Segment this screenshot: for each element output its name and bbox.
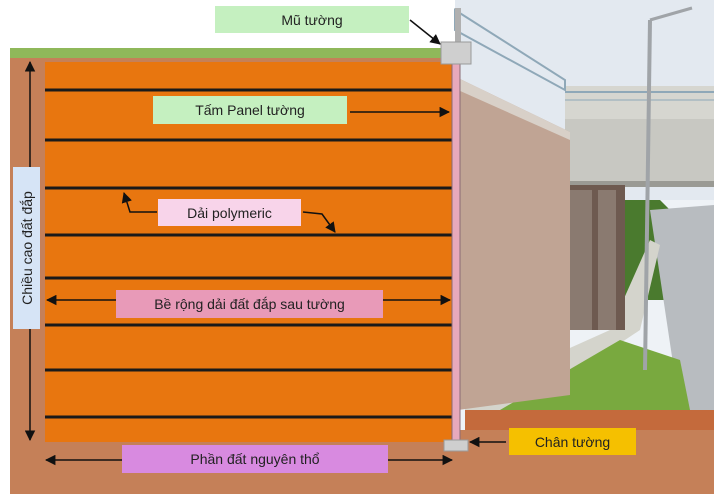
wall-panel <box>451 61 461 441</box>
fill-height-text: Chiều cao đất đắp <box>18 191 35 305</box>
backfill-width-label: Bề rộng dải đất đắp sau tường <box>116 290 383 318</box>
wall-cap-label: Mũ tường <box>215 6 409 33</box>
wall-footing-label: Chân tường <box>509 428 636 455</box>
polymeric-strips <box>45 88 453 419</box>
grass-strip <box>10 48 455 58</box>
photo-background <box>454 0 714 494</box>
polymeric-strip-label: Dải polymeric <box>158 199 301 226</box>
fill-height-label: Chiều cao đất đắp <box>13 167 40 329</box>
wall-cap-block <box>440 41 472 65</box>
native-soil-label: Phần đất nguyên thổ <box>122 445 388 473</box>
backfill-zone <box>45 62 453 442</box>
wall-footing-block <box>443 439 469 452</box>
wall-panel-label: Tấm Panel tường <box>153 96 347 124</box>
